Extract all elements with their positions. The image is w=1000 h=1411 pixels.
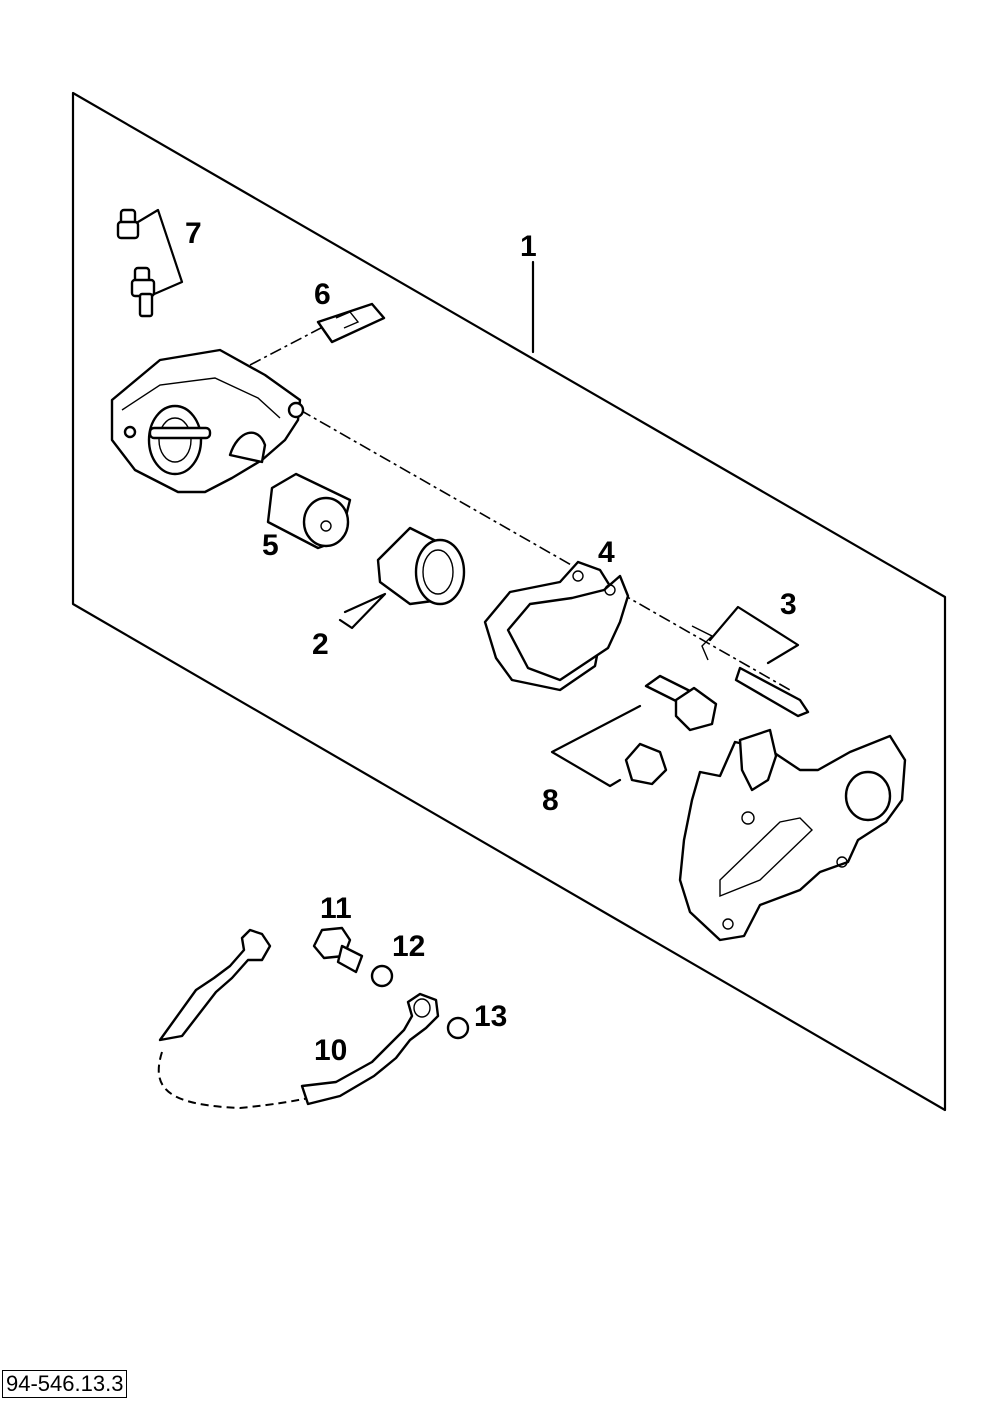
caliper-body (110, 348, 305, 494)
leader-2 (338, 592, 387, 630)
callout-13: 13 (474, 1000, 507, 1033)
callout-11: 11 (320, 892, 352, 925)
assembly-frame (71, 91, 947, 1112)
brake-pad-part-4 (483, 560, 630, 692)
slide-pin-part-8b (624, 742, 668, 786)
callout-3: 3 (780, 588, 797, 621)
callout-10: 10 (314, 1034, 347, 1067)
leader-8 (550, 704, 642, 788)
callout-2: 2 (312, 628, 329, 661)
pad-spring-part-6 (316, 302, 386, 344)
callout-7: 7 (185, 217, 202, 250)
callout-5: 5 (262, 529, 279, 562)
pad-pin-part-3 (691, 625, 810, 718)
callout-1: 1 (520, 230, 537, 263)
reference-code-label: 94-546.13.3 (2, 1370, 128, 1398)
callout-8: 8 (542, 784, 559, 817)
brake-hose-part-10 (157, 928, 440, 1110)
banjo-bolt-part-11 (312, 926, 364, 974)
assembly-axis-line (299, 409, 791, 691)
slide-pin-part-8a (644, 674, 718, 732)
bleeder-screw-part-7a (116, 208, 140, 240)
washer-part-12 (370, 964, 394, 988)
callout-4: 4 (598, 536, 615, 569)
callout-6: 6 (314, 278, 331, 311)
callout-12: 12 (392, 930, 425, 963)
leader-3 (708, 605, 800, 665)
washer-part-13 (446, 1016, 470, 1040)
piston-part-5 (266, 472, 352, 550)
bleeder-screw-part-7b (130, 266, 156, 318)
leader-7 (136, 208, 184, 297)
caliper-bracket (678, 728, 907, 942)
pad-guide-line (249, 317, 341, 366)
piston-seal-part-2 (376, 526, 466, 606)
